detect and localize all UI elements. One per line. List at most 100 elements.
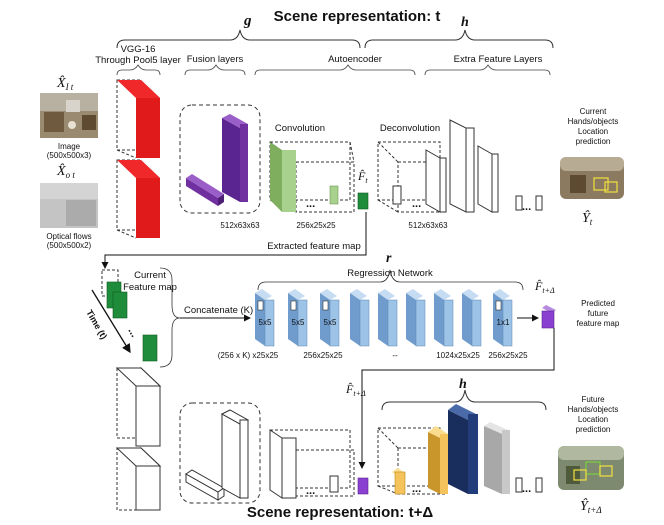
f-t-symbol: F̂t [357,169,368,185]
vgg-label-1: VGG-16 [121,44,156,55]
brace-h-bottom [381,389,547,411]
kernel-5x5-c: 5x5 [324,318,337,327]
f-t-feature-block [357,192,369,210]
extra-label: Extra Feature Layers [454,54,543,65]
regression-layer-2 [288,289,308,347]
deconv-dots: ... [412,198,421,210]
regression-dim-3: -- [392,351,398,360]
predicted-l3: feature map [577,319,620,328]
gold-extra-layers [392,426,448,495]
input-image [40,93,98,138]
kernel-1x1: 1x1 [497,318,510,327]
h-bottom-label: h [459,377,467,392]
future-pred-l1: Future [581,395,605,404]
bottom-deconv-dots: ... [412,483,421,495]
x-image-symbol: X̂I t [56,75,74,92]
x-flow-symbol: X̂o t [56,163,75,180]
bottom-conv-dots: ... [306,485,315,497]
brace-g [116,29,361,49]
time-arrow [91,289,131,354]
future-feedback-arrow [358,328,555,469]
fusion-box [179,104,261,214]
regression-dim-4: 1024x25x25 [436,351,480,360]
current-pred-l4: prediction [576,137,611,146]
regression-brace [257,269,524,291]
y-delta-symbol: Ŷt+Δ [580,497,602,515]
regression-dim-1: (256 x K) x25x25 [218,351,279,360]
extra-dots-top: ... [522,201,531,213]
convolution-label: Convolution [275,123,325,134]
bottom-vgg-placeholders [115,366,162,511]
dim-fusion: 512x63x63 [220,221,260,230]
image-label: Image [58,142,81,151]
f-delta-left-symbol: F̂t+Δ [345,382,366,398]
brace-h-top [364,29,554,49]
regression-layer-5 [378,289,398,347]
vgg-block-flow [116,159,160,239]
fusion-slab-large [222,114,248,202]
y-t-symbol: Ŷt [582,209,593,227]
vgg-block-image [116,79,160,159]
current-prediction-image [560,157,624,199]
bottom-extra-dots: ... [522,483,531,495]
predicted-feature-block [541,305,556,329]
current-pred-l3: Location [578,127,608,136]
bottom-conv-slabs [269,429,339,499]
conv-dots: ... [306,198,315,210]
deconv-slab-small [392,185,402,205]
future-pred-l2: Hands/objects [568,405,619,414]
time-vdots: ... [125,326,140,340]
future-pred-l3: Location [578,415,608,424]
regression-label: Regression Network [347,268,433,279]
conv-slab-large [270,142,296,212]
regression-layer-6 [406,289,426,347]
concatenate-label: Concatenate (K) [184,305,253,316]
image-dims: (500x500x3) [47,151,92,160]
flow-label: Optical flows [46,232,91,241]
dim-conv: 256x25x25 [296,221,336,230]
regression-dim-2: 256x25x25 [303,351,343,360]
bottom-fusion-box [179,402,261,504]
bottom-extra-small [515,477,543,493]
regression-layer-1 [255,289,275,347]
fusion-label: Fusion layers [187,54,244,65]
flow-dims: (500x500x2) [47,241,92,250]
navy-extra-layer [448,404,478,494]
gray-extra-layer [484,422,510,494]
deconv-slab-large [425,149,447,213]
predicted-l2: future [588,309,609,318]
future-feature-block [357,477,369,495]
predicted-l1: Predicted [581,299,615,308]
regression-layer-8 [462,289,482,347]
regression-layer-3 [320,289,340,347]
current-feature-l1: Current [134,270,166,281]
vgg-label-2: Through Pool5 layer [95,55,181,66]
extracted-label: Extracted feature map [267,241,360,252]
future-prediction-image [558,446,624,490]
bottom-fusion-slabs [185,409,250,501]
regression-dim-5: 256x25x25 [488,351,528,360]
optical-flow-image [40,183,98,228]
extra-layers-top [449,119,543,213]
top-title: Scene representation: t [274,8,441,25]
current-feature-l2: Feature map [123,282,177,293]
r-label: r [386,251,392,266]
sub-braces [116,64,551,76]
dim-deconv: 512x63x63 [408,221,448,230]
extracted-arrow [101,212,367,269]
autoencoder-label: Autoencoder [328,54,382,65]
regression-layer-7 [434,289,454,347]
bottom-title: Scene representation: t+Δ [247,504,433,521]
time-feature-stack [101,269,158,362]
conv-slab-small [329,185,339,205]
current-pred-l1: Current [580,107,607,116]
h-top-label: h [461,15,469,30]
regression-layer-4 [350,289,370,347]
regression-layer-9 [493,289,513,347]
current-pred-l2: Hands/objects [568,117,619,126]
fusion-slab-small [186,174,224,206]
future-pred-l4: prediction [576,425,611,434]
f-delta-right-symbol: F̂t+Δ [534,279,555,295]
deconvolution-label: Deconvolution [380,123,440,134]
